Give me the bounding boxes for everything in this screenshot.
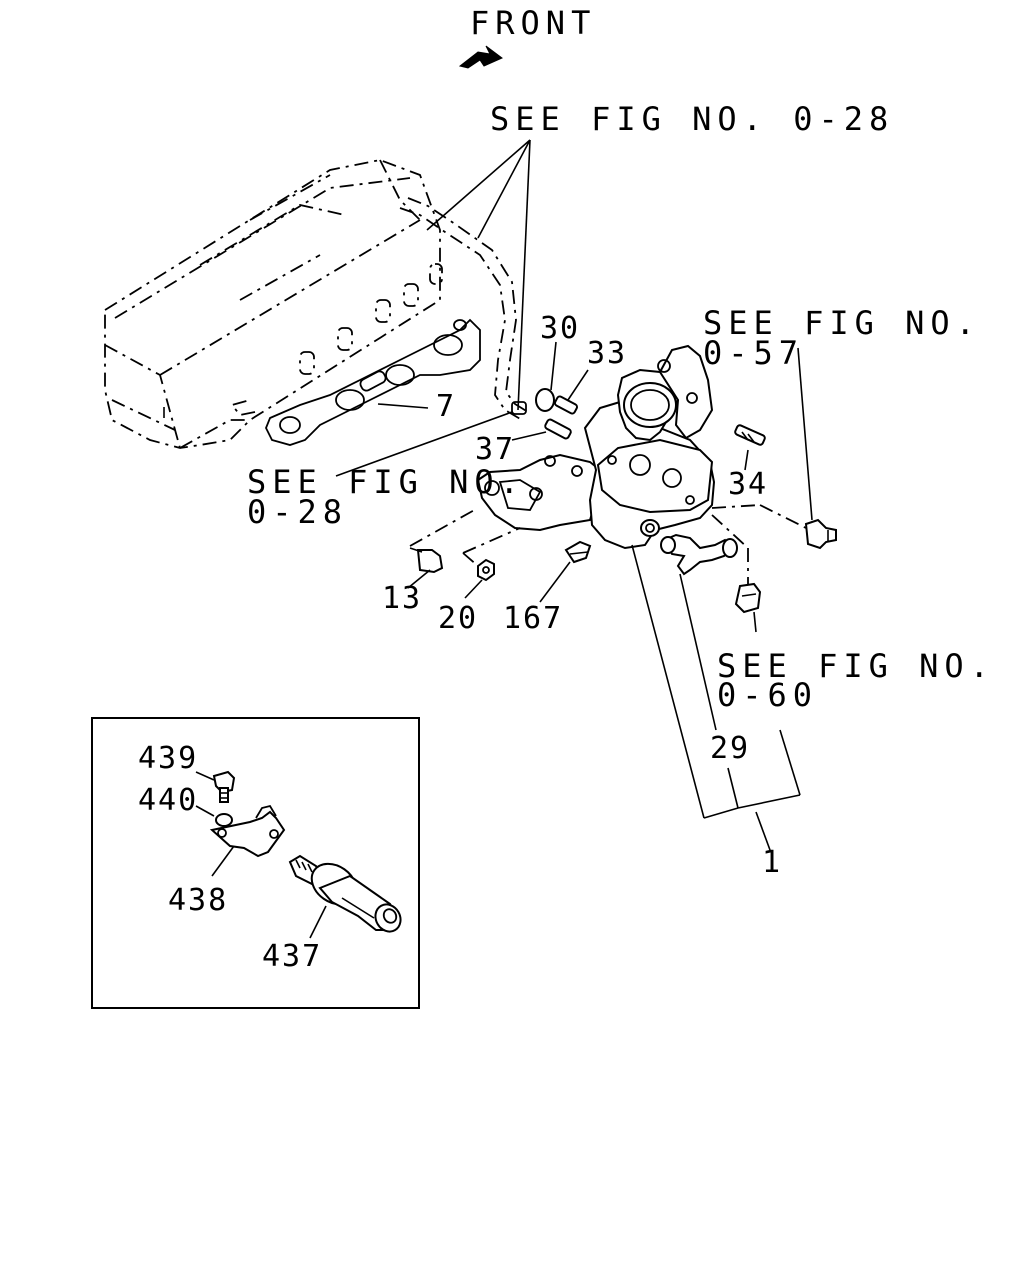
ref-fig-028-top-leaders: [426, 139, 531, 411]
cylinder-head: [104, 159, 441, 449]
leader-7: [377, 403, 429, 409]
part-29-water-pipe: [660, 533, 738, 576]
assembly-bracket-1: [631, 544, 801, 851]
inset-callout-439: 439: [138, 741, 198, 776]
callout-7: 7: [436, 389, 456, 424]
callout-1: 1: [762, 845, 782, 880]
callout-20: 20: [438, 601, 478, 636]
ref-fig-028-left-leader: [335, 411, 513, 477]
vacuum-pipe: [399, 197, 529, 421]
inset-part-440-washer: [195, 805, 233, 827]
temp-sensor-060: [711, 514, 762, 633]
ref-fig-028-top: SEE FIG NO. 0-28: [490, 100, 894, 138]
part-34-stud: [734, 424, 766, 471]
inset-callout-440: 440: [138, 783, 198, 818]
manifold-gasket: [265, 318, 481, 446]
part-30-plug: [535, 341, 557, 412]
fitting-057: [711, 347, 837, 550]
front-label: FRONT: [470, 4, 596, 42]
ref-fig-057-line1: SEE FIG NO.: [703, 304, 981, 342]
inset-callout-438: 438: [168, 883, 228, 918]
ref-fig-028-left-line2: 0-28: [247, 493, 348, 531]
ref-fig-060-line2: 0-60: [717, 676, 818, 714]
callout-30: 30: [540, 311, 580, 346]
inset-box: [91, 717, 420, 1009]
callout-167: 167: [503, 601, 563, 636]
callout-37: 37: [475, 432, 515, 467]
ref-fig-060-line1: SEE FIG NO.: [717, 647, 995, 685]
ref-fig-057-line2: 0-57: [703, 334, 804, 372]
ref-fig-028-left-line1: SEE FIG NO.: [247, 463, 525, 501]
part-167-plug: [539, 540, 592, 603]
part-13-bolt: [407, 507, 479, 589]
callout-34: 34: [728, 467, 768, 502]
inset-part-438-bracket: [209, 804, 286, 877]
callout-13: 13: [382, 581, 422, 616]
part-20-nut: [462, 527, 521, 599]
head-port-details: [230, 263, 443, 416]
part-37-stud: [511, 418, 572, 441]
exhaust-manifold: [476, 344, 716, 550]
inset-callout-437: 437: [262, 939, 322, 974]
part-33-sensor: [553, 369, 589, 415]
callout-29: 29: [710, 731, 750, 766]
inset-part-439-bolt: [195, 770, 236, 803]
front-arrow-icon: [458, 45, 503, 69]
callout-33: 33: [587, 336, 627, 371]
inset-part-437-valve: [288, 854, 402, 939]
